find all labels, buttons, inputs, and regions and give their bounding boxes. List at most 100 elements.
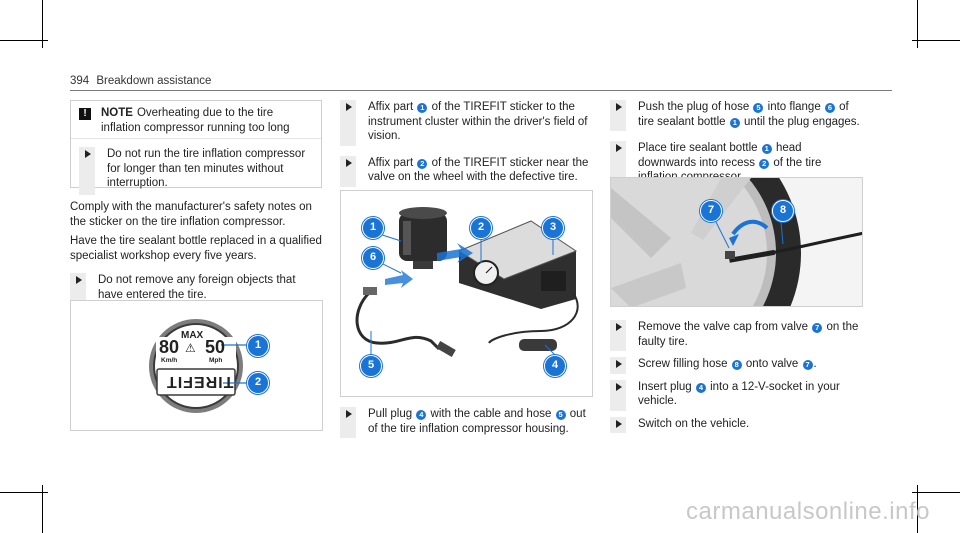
ref-number: 1: [417, 103, 428, 113]
crop-mark: [917, 485, 918, 533]
step-bar: [340, 100, 356, 146]
step-bar: [610, 379, 626, 411]
sticker-speed-kmh: 80: [159, 337, 180, 357]
ref-number: 4: [416, 410, 427, 420]
page-number: 394: [70, 75, 90, 87]
step-text: Remove the valve cap from valve 7 on the…: [638, 321, 859, 348]
step-arrow-icon: [346, 410, 352, 418]
step-text: Pull plug 4 with the cable and hose 5 ou…: [368, 408, 586, 435]
paragraph: Have the tire sealant bottle replaced in…: [70, 235, 322, 262]
ref-number: 8: [731, 360, 742, 370]
step-arrow-icon: [76, 276, 82, 284]
sticker-brand: TIREFIT: [166, 373, 234, 390]
callout-2: 2: [470, 217, 492, 239]
callout-8: 8: [772, 200, 794, 222]
note-body: Overheating due to the tire inflation co…: [101, 107, 290, 134]
ref-number: 7: [812, 323, 823, 333]
step: Pull plug 4 with the cable and hose 5 ou…: [340, 407, 592, 438]
step-arrow-icon: [616, 360, 622, 368]
wheel-valve-illustration: [611, 178, 862, 306]
sticker-speed-mph: 50: [205, 337, 226, 357]
ref-number: 5: [753, 103, 764, 113]
step: Affix part 2 of the TIREFIT sticker near…: [340, 155, 592, 187]
watermark: carmanualsonline.info: [686, 497, 930, 525]
note-title: NOTE: [101, 107, 133, 119]
step-bar: [610, 320, 626, 351]
paragraph: Comply with the manufacturer's safety no…: [70, 201, 312, 228]
crop-mark: [917, 0, 918, 48]
step-bar: [340, 155, 356, 187]
step-text: Screw filling hose 8 onto valve 7.: [638, 358, 817, 370]
warning-triangle-icon: ⚠: [185, 341, 196, 355]
sticker-unit-mph: Mph: [209, 357, 223, 364]
header-rule: [70, 90, 892, 91]
callout-1: 1: [247, 335, 269, 357]
callout-6: 6: [362, 247, 384, 269]
column-3-lower: Remove the valve cap from valve 7 on the…: [610, 320, 862, 433]
tirefit-sticker-illustration: [149, 319, 256, 413]
callout-5: 5: [360, 355, 382, 377]
crop-mark: [42, 0, 43, 48]
column-3: Push the plug of hose 5 into flange 6 of…: [610, 100, 862, 187]
warning-icon: !: [79, 108, 91, 120]
step: Remove the valve cap from valve 7 on the…: [610, 320, 862, 351]
crop-mark: [0, 40, 48, 41]
ref-number: 4: [695, 382, 706, 393]
note-step: Do not run the tire inflation compressor…: [79, 147, 315, 195]
crop-mark: [912, 492, 960, 493]
step-text: Switch on the vehicle.: [638, 417, 750, 430]
step-arrow-icon: [346, 103, 352, 111]
step-arrow-icon: [616, 382, 622, 391]
step-text: Affix part 2 of the TIREFIT sticker near…: [368, 156, 589, 184]
step-bar: [340, 407, 356, 438]
step-arrow-icon: [85, 150, 91, 158]
ref-number: 2: [417, 158, 428, 169]
step: Switch on the vehicle.: [610, 416, 862, 433]
step-arrow-icon: [616, 419, 622, 428]
page-header: 394 Breakdown assistance: [70, 74, 211, 89]
ref-number: 1: [761, 144, 772, 154]
step: Screw filling hose 8 onto valve 7.: [610, 357, 862, 374]
callout-3: 3: [542, 217, 564, 239]
step-text: Push the plug of hose 5 into flange 6 of…: [638, 101, 860, 128]
ref-number: 5: [555, 410, 566, 420]
step-arrow-icon: [616, 323, 622, 331]
crop-mark: [0, 492, 48, 493]
crop-mark: [912, 40, 960, 41]
figure-tirefit-sticker: MAX 80 ⚠ 50 Km/h Mph TIREFIT 1 2: [70, 300, 323, 431]
step-text: Affix part 1 of the TIREFIT sticker to t…: [368, 101, 588, 142]
step-bar: [79, 147, 95, 195]
crop-mark: [42, 485, 43, 533]
column-2: Affix part 1 of the TIREFIT sticker to t…: [340, 100, 592, 187]
callout-4: 4: [544, 355, 566, 377]
sticker-unit-kmh: Km/h: [161, 357, 178, 364]
callout-7: 7: [700, 200, 722, 222]
step-bar: [610, 100, 626, 131]
ref-number: 1: [729, 117, 740, 128]
step: Insert plug 4 into a 12-V-socket in your…: [610, 379, 862, 411]
step-bar: [70, 273, 86, 304]
ref-number: 7: [802, 360, 813, 370]
step: Do not remove any foreign objects that h…: [70, 273, 322, 304]
sticker-max: MAX: [181, 330, 204, 341]
callout-1: 1: [362, 217, 384, 239]
ref-number: 2: [759, 158, 770, 169]
step-bar: [610, 141, 626, 187]
ref-number: 6: [824, 103, 835, 113]
section-title: Breakdown assistance: [96, 75, 212, 87]
step-arrow-icon: [346, 158, 352, 167]
callout-2: 2: [247, 372, 269, 394]
step-text: Insert plug 4 into a 12-V-socket in your…: [638, 380, 840, 408]
step-arrow-icon: [616, 144, 622, 152]
step-text: Do not remove any foreign objects that h…: [98, 274, 296, 301]
step: Push the plug of hose 5 into flange 6 of…: [610, 100, 862, 131]
step: Affix part 1 of the TIREFIT sticker to t…: [340, 100, 592, 146]
step-arrow-icon: [616, 103, 622, 111]
figure-wheel-valve: 7 8: [610, 177, 863, 307]
figure-compressor-kit: 1 2 3 6 5 4: [340, 190, 593, 397]
note-step-text: Do not run the tire inflation compressor…: [107, 148, 306, 189]
